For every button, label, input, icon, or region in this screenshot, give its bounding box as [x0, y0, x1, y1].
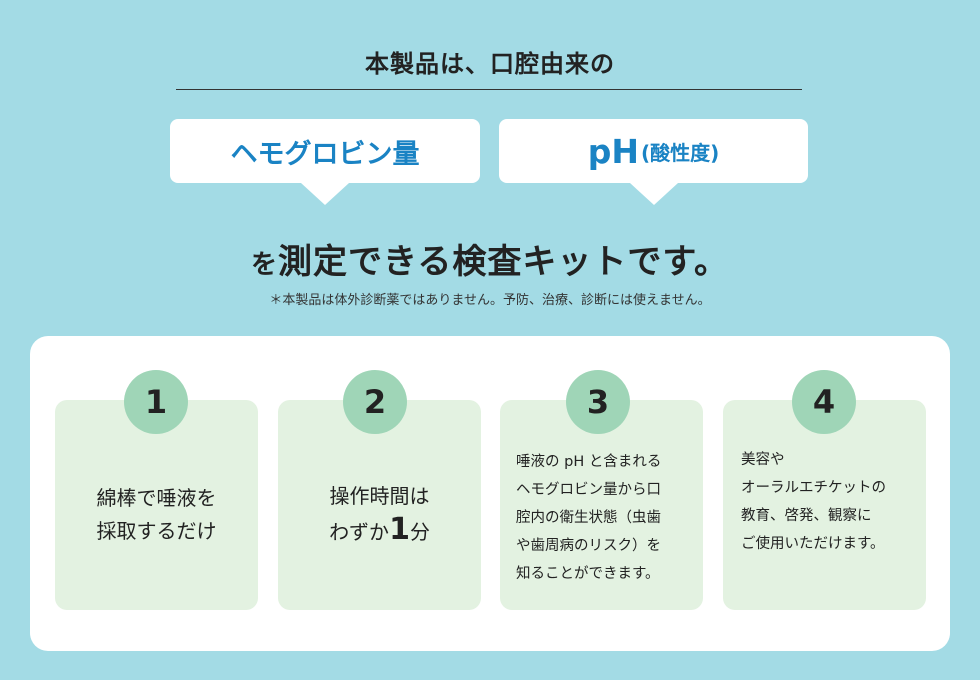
- step-number-badge-4: 4: [792, 370, 856, 434]
- feature-4-line: ご使用いただけます。: [741, 536, 885, 552]
- feature-4-line: オーラルエチケットの: [741, 480, 886, 496]
- ph-label: pH: [587, 131, 639, 171]
- feature-3-line: 唾液の pH と含まれる: [516, 454, 662, 470]
- feature-1-line: 綿棒で唾液を: [96, 486, 217, 510]
- hemoglobin-label-box: ヘモグロビン量: [170, 119, 480, 183]
- feature-3-line: 腔内の衛生状態（虫歯: [516, 510, 661, 526]
- feature-2-text: 操作時間は わずか1分: [278, 480, 481, 549]
- feature-2-line: 操作時間は: [329, 484, 430, 508]
- feature-card-4: 美容や オーラルエチケットの 教育、啓発、観察に ご使用いただけます。: [723, 400, 926, 610]
- headline-prefix: を: [251, 250, 279, 280]
- feature-1-text: 綿棒で唾液を 採取するだけ: [55, 482, 258, 548]
- feature-card-1: 綿棒で唾液を 採取するだけ: [55, 400, 258, 610]
- feature-2-line: わずか1分: [329, 513, 430, 549]
- feature-3-line: や歯周病のリスク）を: [516, 538, 661, 554]
- feature-3-line: ヘモグロビン量から口: [516, 482, 661, 498]
- step-number-badge-3: 3: [566, 370, 630, 434]
- step-number-badge-2: 2: [343, 370, 407, 434]
- feature-4-line: 美容や: [741, 452, 785, 468]
- feature-3-line: 知ることができます。: [516, 566, 660, 582]
- feature-2-line2-pre: わずか: [329, 520, 390, 544]
- hemoglobin-label: ヘモグロビン量: [230, 138, 420, 170]
- feature-4-text: 美容や オーラルエチケットの 教育、啓発、観察に ご使用いただけます。: [741, 446, 918, 558]
- pointer-arrow-icon: [630, 183, 678, 205]
- ph-label-box: pH(酸性度): [499, 119, 808, 183]
- feature-2-line2-post: 分: [409, 520, 430, 544]
- feature-card-2: 操作時間は わずか1分: [278, 400, 481, 610]
- feature-2-minutes: 1: [389, 512, 410, 547]
- pointer-arrow-icon: [301, 183, 349, 205]
- headline-main: 測定できる検査キットです。: [278, 242, 729, 282]
- feature-card-3: 唾液の pH と含まれる ヘモグロビン量から口 腔内の衛生状態（虫歯 や歯周病の…: [500, 400, 703, 610]
- ph-sub-label: (酸性度): [640, 140, 720, 165]
- intro-text: 本製品は、口腔由来の: [365, 50, 615, 78]
- divider-line: [176, 89, 802, 90]
- headline: を測定できる検査キットです。: [0, 234, 980, 283]
- step-number-badge-1: 1: [124, 370, 188, 434]
- feature-3-text: 唾液の pH と含まれる ヘモグロビン量から口 腔内の衛生状態（虫歯 や歯周病の…: [516, 448, 695, 588]
- disclaimer-note: ＊本製品は体外診断薬ではありません。予防、治療、診断には使えません。: [269, 293, 711, 308]
- feature-4-line: 教育、啓発、観察に: [741, 508, 872, 524]
- feature-1-line: 採取するだけ: [96, 519, 217, 543]
